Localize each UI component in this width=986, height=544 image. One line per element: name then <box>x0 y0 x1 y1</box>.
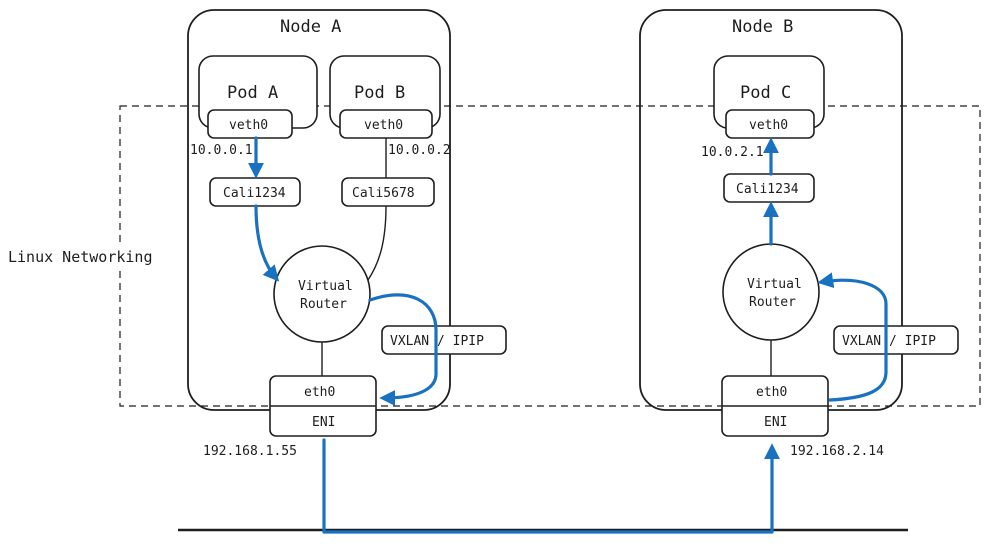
node-b-tunnel-box <box>833 325 959 355</box>
node-a-router-line1: Virtual <box>298 279 353 294</box>
node-b-title: Node B <box>732 17 793 37</box>
pod-c-label: Pod C <box>740 83 791 103</box>
node-b-eni-ip: 192.168.2.14 <box>790 444 884 459</box>
pod-c-ip: 10.0.2.1 <box>701 145 764 160</box>
node-b-tunnel-label: VXLAN / IPIP <box>842 334 936 349</box>
node-b-virtual-router <box>722 243 820 341</box>
node-a-router-line2: Router <box>300 297 347 312</box>
node-b-router-line1: Virtual <box>747 277 802 292</box>
pod-b-veth-label: veth0 <box>364 118 403 133</box>
flow-eth-to-router-b-arrow <box>817 272 888 402</box>
pod-a-ip: 10.0.0.1 <box>190 143 253 158</box>
pod-c-veth-label: veth0 <box>749 118 788 133</box>
node-a-tunnel-box <box>381 325 507 355</box>
pod-a-veth-label: veth0 <box>229 118 268 133</box>
pod-a-veth-box <box>207 109 293 139</box>
linux-networking-region <box>119 105 981 407</box>
node-a-eni-label: ENI <box>312 415 335 430</box>
node-a-eni-ip: 192.168.1.55 <box>203 444 297 459</box>
cali-c-label: Cali1234 <box>736 182 799 197</box>
linux-networking-label: Linux Networking <box>8 248 153 266</box>
cali-b-box <box>341 177 435 207</box>
node-a-virtual-router <box>273 245 371 343</box>
pod-b-ip: 10.0.0.2 <box>388 143 451 158</box>
node-a-title: Node A <box>280 17 341 37</box>
flow-cali-to-router-a-arrow <box>254 204 280 282</box>
pod-b-label: Pod B <box>354 83 405 103</box>
flow-router-to-eth-a-arrow <box>368 293 438 406</box>
node-a-eth-label: eth0 <box>304 385 335 400</box>
cali-b-label: Cali5678 <box>352 186 415 201</box>
node-b-eth-label: eth0 <box>756 385 787 400</box>
cali-b-router-link <box>367 205 387 281</box>
node-b-eni-label: ENI <box>764 415 787 430</box>
side-label-backdrop <box>4 244 172 270</box>
cali-a-label: Cali1234 <box>223 186 286 201</box>
flow-underlay-arrow <box>322 438 780 534</box>
node-b-router-line2: Router <box>749 295 796 310</box>
pod-a-label: Pod A <box>227 83 278 103</box>
